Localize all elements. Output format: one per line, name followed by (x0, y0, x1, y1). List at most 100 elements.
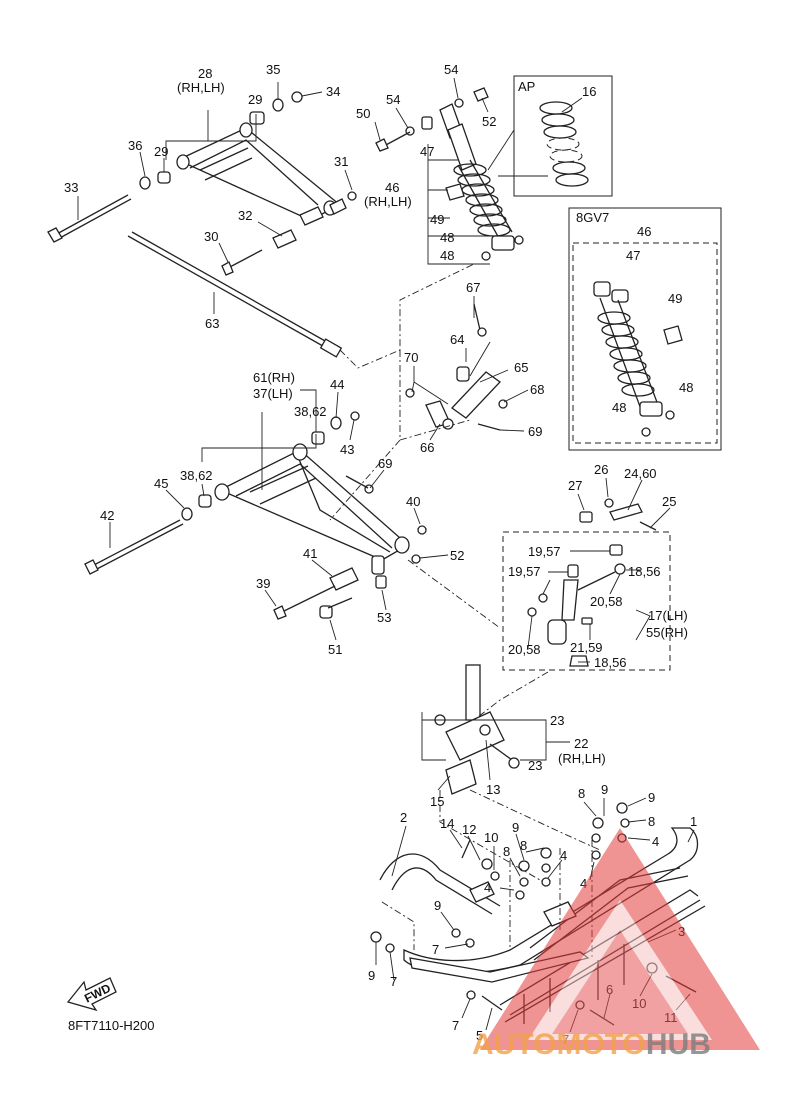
label-48a: 48 (440, 230, 454, 245)
label-22: 22 (574, 736, 588, 751)
label-32: 32 (238, 208, 252, 223)
lower-a-arm (214, 443, 410, 575)
label-21-59: 21,59 (570, 640, 603, 655)
inset-ap: AP 16 (487, 75, 613, 197)
label-47: 47 (420, 144, 434, 159)
label-48b: 48 (440, 248, 454, 263)
label-24-60: 24,60 (624, 466, 657, 481)
label-66: 66 (420, 440, 434, 455)
inset-ap-part: 16 (582, 84, 596, 99)
label-36: 36 (128, 138, 142, 153)
shock-spring (453, 163, 511, 237)
label-9a: 9 (601, 782, 608, 797)
shaft-63 (127, 231, 343, 358)
label-61: 61(RH) (253, 370, 295, 385)
bushings-upper (139, 91, 357, 249)
label-28: 28 (198, 66, 212, 81)
diagram-code: 8FT7110-H200 (68, 1018, 154, 1033)
inset-label-46: 46 (637, 224, 651, 239)
label-44: 44 (330, 377, 344, 392)
label-64: 64 (450, 332, 464, 347)
label-46: 46 (385, 180, 399, 195)
label-20-58a: 20,58 (590, 594, 623, 609)
label-5: 5 (476, 1028, 483, 1043)
watermark-text-part1: AUTOMOTO (472, 1028, 646, 1061)
label-35: 35 (266, 62, 280, 77)
label-7b: 7 (390, 974, 397, 989)
label-54a: 54 (444, 62, 458, 77)
label-38-62b: 38,62 (180, 468, 213, 483)
label-52a: 52 (482, 114, 496, 129)
label-9c: 9 (512, 820, 519, 835)
label-8b: 8 (648, 814, 655, 829)
label-10a: 10 (484, 830, 498, 845)
label-55: 55(RH) (646, 625, 688, 640)
label-7c: 7 (452, 1018, 459, 1033)
label-23a: 23 (550, 713, 564, 728)
watermark-text-part2: HUB (646, 1028, 711, 1061)
label-51: 51 (328, 642, 342, 657)
label-1: 1 (690, 814, 697, 829)
label-49: 49 (430, 212, 444, 227)
label-4b: 4 (560, 848, 567, 863)
assembly-lines (329, 263, 601, 960)
label-19-57b: 19,57 (508, 564, 541, 579)
inset-label-48a: 48 (679, 380, 693, 395)
label-33: 33 (64, 180, 78, 195)
label-18-56a: 18,56 (628, 564, 661, 579)
shock-bracket (405, 303, 508, 431)
label-54b: 54 (386, 92, 400, 107)
shock-hardware (375, 87, 489, 152)
label-45: 45 (154, 476, 168, 491)
inset-8gv7-title: 8GV7 (576, 210, 609, 225)
spindle (434, 664, 520, 795)
label-68: 68 (530, 382, 544, 397)
label-39: 39 (256, 576, 270, 591)
label-40: 40 (406, 494, 420, 509)
label-9d: 9 (434, 898, 441, 913)
fwd-arrow: FWD (66, 977, 117, 1012)
upper-a-arm (176, 122, 342, 221)
label-18-56b: 18,56 (594, 655, 627, 670)
inset-shock (593, 281, 683, 437)
bolt-39 (273, 585, 336, 620)
label-28-side: (RH,LH) (177, 80, 225, 95)
label-29a: 29 (248, 92, 262, 107)
label-25: 25 (662, 494, 676, 509)
label-7a: 7 (432, 942, 439, 957)
label-22-side: (RH,LH) (558, 751, 606, 766)
inset-label-49: 49 (668, 291, 682, 306)
label-38-62a: 38,62 (294, 404, 327, 419)
label-17: 17(LH) (648, 608, 688, 623)
label-9e: 9 (368, 968, 375, 983)
label-67: 67 (466, 280, 480, 295)
label-42: 42 (100, 508, 114, 523)
bolt-30 (221, 249, 263, 276)
inset-label-47: 47 (626, 248, 640, 263)
label-69b: 69 (378, 456, 392, 471)
label-8a: 8 (578, 786, 585, 801)
bushings-lower (181, 411, 427, 619)
label-29b: 29 (154, 144, 168, 159)
label-9b: 9 (648, 790, 655, 805)
label-23b: 23 (528, 758, 542, 773)
label-65: 65 (514, 360, 528, 375)
watermark-logo-triangle (480, 828, 760, 1050)
label-12: 12 (462, 822, 476, 837)
label-4a: 4 (652, 834, 659, 849)
watermark: AUTOMOTOHUB (472, 828, 760, 1061)
label-4c: 4 (580, 876, 587, 891)
inset-ap-title: AP (518, 79, 535, 94)
watermark-text: AUTOMOTOHUB (472, 1028, 711, 1061)
spring-16 (539, 101, 589, 187)
label-27: 27 (568, 478, 582, 493)
label-69a: 69 (528, 424, 542, 439)
bolt-51 (327, 597, 353, 609)
label-8c: 8 (520, 838, 527, 853)
label-30: 30 (204, 229, 218, 244)
label-63: 63 (205, 316, 219, 331)
label-70: 70 (404, 350, 418, 365)
steering-arm (502, 498, 671, 671)
label-46-side: (RH,LH) (364, 194, 412, 209)
